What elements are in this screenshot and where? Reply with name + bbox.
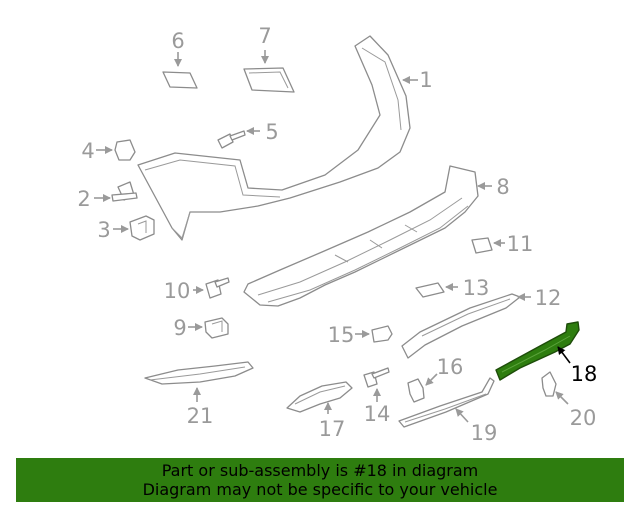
part-10-bolt xyxy=(193,277,230,299)
callout-20: 20 xyxy=(570,406,597,430)
part-1-bumper-cover xyxy=(137,35,418,241)
part-14-screw xyxy=(363,367,390,402)
info-banner: Part or sub-assembly is #18 in diagram D… xyxy=(16,458,624,502)
part-7-reflector xyxy=(243,50,295,93)
part-20-bolt xyxy=(541,371,569,405)
callout-16: 16 xyxy=(437,355,464,379)
callout-9: 9 xyxy=(173,316,186,340)
banner-disclaimer-line: Diagram may not be specific to your vehi… xyxy=(142,480,498,499)
part-19-trim-strip xyxy=(398,377,495,428)
part-8-absorber xyxy=(243,165,492,307)
banner-part-line: Part or sub-assembly is #18 in diagram xyxy=(161,461,479,480)
callout-19: 19 xyxy=(471,421,498,445)
callout-7: 7 xyxy=(258,24,271,48)
part-17-bracket xyxy=(286,381,353,414)
callout-13: 13 xyxy=(463,276,490,300)
part-4-clip xyxy=(96,139,136,161)
part-18-highlighted xyxy=(495,321,580,381)
part-11-bracket xyxy=(471,237,505,254)
callout-12: 12 xyxy=(535,286,562,310)
callout-2: 2 xyxy=(77,187,90,211)
part-13-pad xyxy=(415,282,458,298)
callout-3: 3 xyxy=(97,218,110,242)
callout-1: 1 xyxy=(419,68,432,92)
part-12-lower-trim xyxy=(401,293,531,359)
callout-8: 8 xyxy=(496,175,509,199)
callout-21: 21 xyxy=(187,404,214,428)
callout-4: 4 xyxy=(81,139,94,163)
callout-18: 18 xyxy=(571,362,598,386)
part-3-bracket xyxy=(113,215,155,241)
part-2-push-clip xyxy=(94,181,138,202)
callout-15: 15 xyxy=(328,323,355,347)
callout-14: 14 xyxy=(364,402,391,426)
part-21-trim-strip xyxy=(144,361,254,402)
part-5-screw xyxy=(217,127,260,149)
callout-5: 5 xyxy=(265,120,278,144)
callout-11: 11 xyxy=(507,232,534,256)
part-16-screw xyxy=(407,373,438,403)
callout-10: 10 xyxy=(164,279,191,303)
part-15-clip xyxy=(355,325,393,343)
part-9-clip xyxy=(188,317,229,339)
callout-6: 6 xyxy=(171,29,184,53)
callout-17: 17 xyxy=(319,417,346,441)
part-6-pad xyxy=(162,52,198,89)
